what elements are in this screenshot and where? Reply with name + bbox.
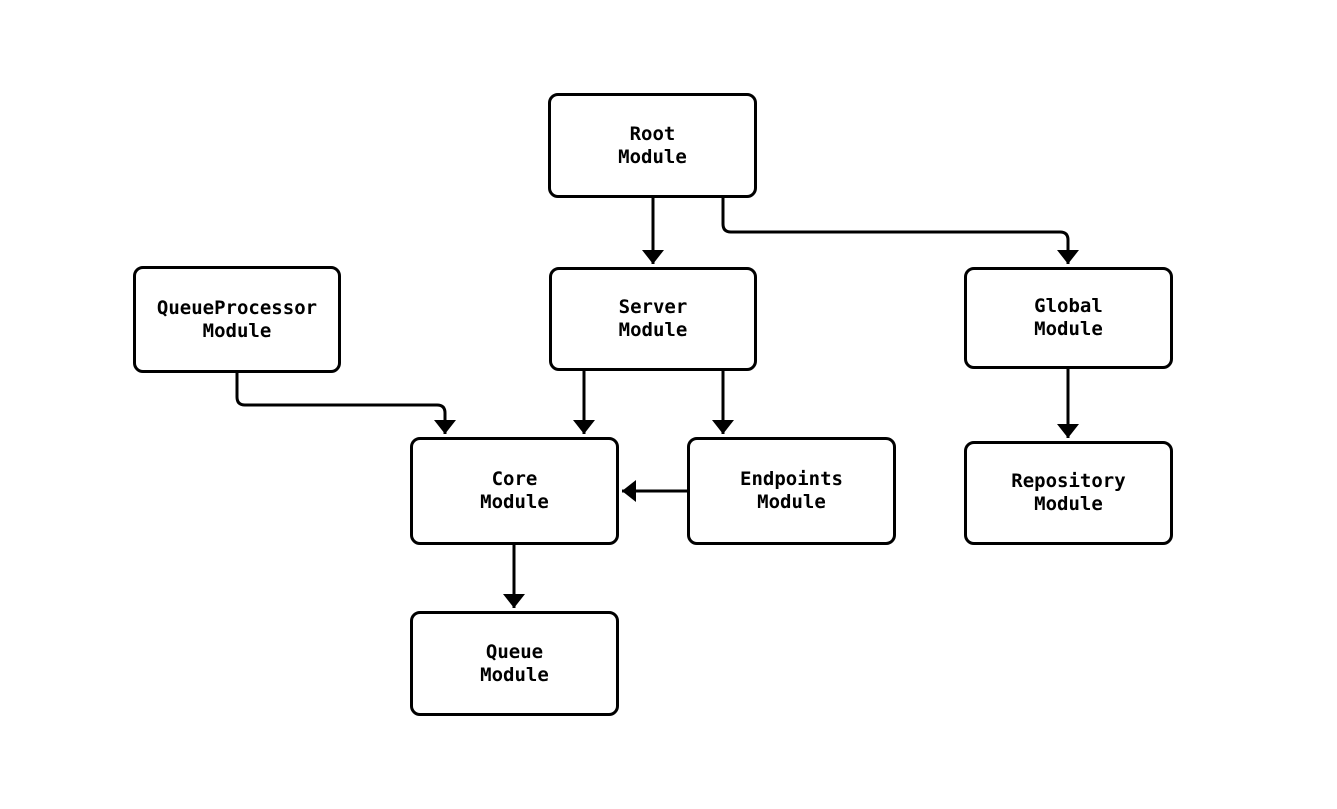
node-root-module: Root Module xyxy=(548,93,757,198)
node-root-module-label: Root Module xyxy=(618,122,687,168)
node-core-module: Core Module xyxy=(410,437,619,545)
node-repository-module: Repository Module xyxy=(964,441,1173,545)
node-endpoints-module: Endpoints Module xyxy=(687,437,896,545)
node-queueprocessor-module-label: QueueProcessor Module xyxy=(156,296,318,342)
node-global-module: Global Module xyxy=(964,267,1173,369)
node-repository-module-label: Repository Module xyxy=(1011,470,1126,515)
node-endpoints-module-label: Endpoints Module xyxy=(740,468,843,513)
node-core-module-label: Core Module xyxy=(480,468,549,513)
node-queueprocessor-module: QueueProcessor Module xyxy=(133,266,341,373)
node-queue-module-label: Queue Module xyxy=(480,640,549,686)
node-queue-module: Queue Module xyxy=(410,611,619,716)
node-global-module-label: Global Module xyxy=(1034,295,1103,340)
node-server-module-label: Server Module xyxy=(618,296,688,341)
node-server-module: Server Module xyxy=(549,267,757,371)
edge-root-to-global xyxy=(721,198,1079,264)
edge-queueprocessor-to-core xyxy=(235,373,456,434)
